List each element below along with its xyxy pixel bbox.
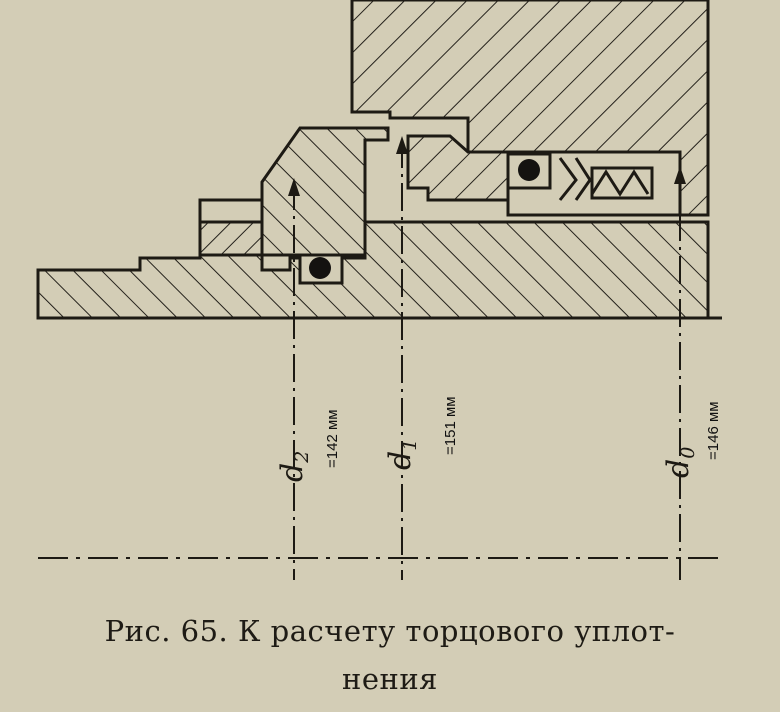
annotation-d2-value: =142 мм [324, 409, 341, 468]
dimension-line-d0 [674, 166, 686, 580]
dimension-line-d1 [396, 136, 408, 580]
figure-caption-line2: нения [342, 662, 438, 696]
spring-wedge [558, 157, 592, 201]
shaft-section [36, 220, 710, 320]
annotation-d0-value: =146 мм [705, 401, 722, 460]
o-ring-upper [518, 159, 540, 181]
label-d0: d0 [661, 447, 699, 478]
collar-top [198, 198, 264, 224]
figure-caption-line1: Рис. 65. К расчету торцового уплот- [104, 614, 676, 648]
label-d2: d2 [275, 451, 313, 482]
o-ring-lower [309, 257, 331, 279]
collar-section [198, 220, 264, 257]
rotating-ring-section [260, 126, 390, 257]
annotation-d1-value: =151 мм [442, 396, 459, 455]
spring-coil [590, 166, 654, 200]
label-d1: d1 [383, 439, 421, 470]
dimension-line-d2 [288, 178, 300, 580]
